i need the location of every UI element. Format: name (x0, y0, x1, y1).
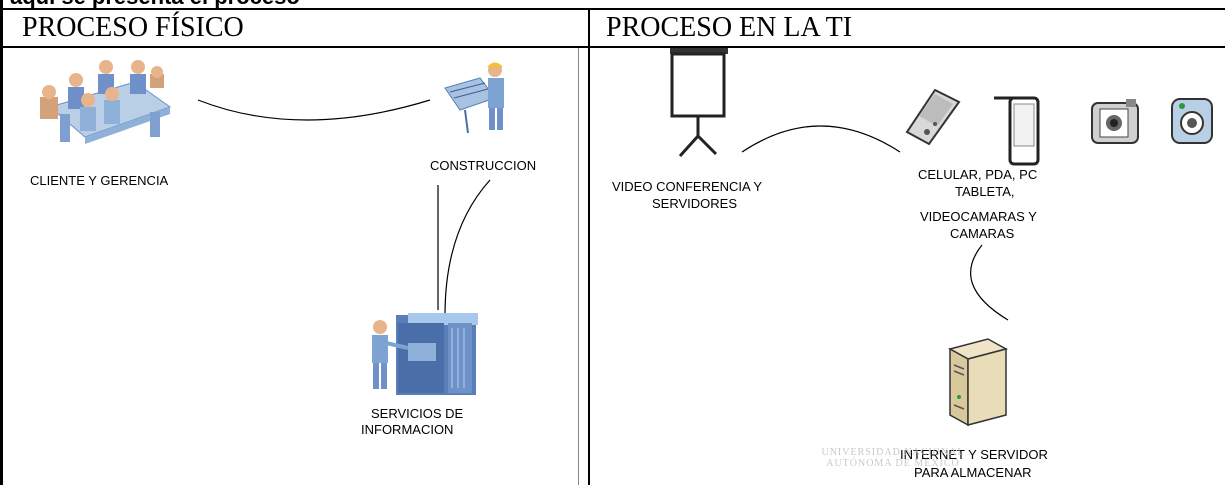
column-divider-inner (578, 48, 579, 485)
label-construction: CONSTRUCCION (430, 158, 537, 173)
left-border (0, 0, 3, 485)
label-internet-line2: PARA ALMACENAR (914, 465, 1032, 480)
column-divider (588, 8, 590, 485)
connector-client-construction (197, 99, 431, 121)
label-devices-line4: CAMARAS (950, 226, 1015, 241)
header-physical-process: PROCESO FÍSICO (22, 12, 244, 43)
university-watermark: UNIVERSIDAD NACIONAL AUTÓNOMA DE MÉXICO (821, 447, 965, 469)
top-rule (0, 8, 1225, 10)
camera-icon (1171, 98, 1213, 144)
label-devices-line3: VIDEOCAMARAS Y (920, 209, 1037, 224)
videocamera-icon (1091, 99, 1139, 144)
label-info-services-line1: SERVICIOS DE (371, 406, 464, 421)
label-client: CLIENTE Y GERENCIA (30, 173, 169, 188)
top-strip: aquí se presenta el proceso (0, 0, 1225, 9)
label-devices-line1: CELULAR, PDA, PC (918, 167, 1038, 182)
label-video-conf-line2: SERVIDORES (652, 196, 738, 211)
label-devices-line2: TABLETA, (955, 184, 1015, 199)
projector-screen-icon (670, 48, 728, 158)
connector-video-devices (741, 125, 901, 153)
meeting-icon (40, 60, 172, 144)
pda-icon (994, 96, 1040, 166)
cellphone-icon (905, 88, 961, 146)
connector-construction-info-curve (444, 179, 491, 316)
server-cabinet-icon (372, 313, 478, 395)
label-internet-line1: INTERNET Y SERVIDOR (900, 447, 1048, 462)
header-ti-process: PROCESO EN LA TI (606, 12, 853, 43)
top-strip-text: aquí se presenta el proceso (10, 0, 300, 10)
header-rule (0, 46, 1225, 48)
server-tower-icon (948, 338, 1008, 427)
label-video-conf-line1: VIDEO CONFERENCIA Y (612, 179, 763, 194)
architect-icon (444, 62, 504, 134)
connector-devices-internet (970, 244, 1009, 321)
label-info-services-line2: INFORMACION (361, 422, 454, 437)
